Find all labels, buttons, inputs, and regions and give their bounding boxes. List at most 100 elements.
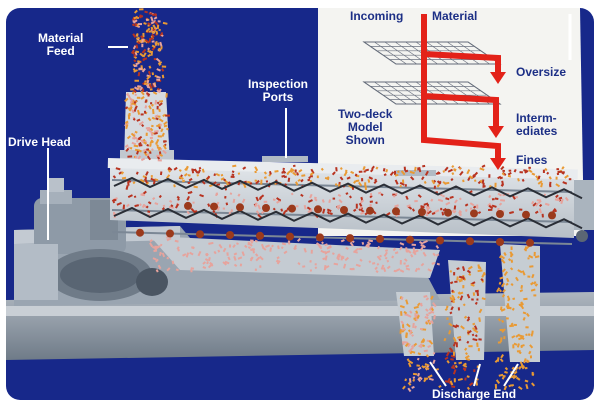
granule [156,78,161,81]
granule [459,170,464,176]
granule [157,135,162,138]
granule [537,175,541,180]
granule [524,169,529,174]
granule [213,250,217,255]
granule [127,155,133,158]
granule [144,178,148,184]
granule [471,298,474,301]
granule [557,170,563,174]
granule [524,379,529,383]
granule [284,183,288,187]
granule [340,239,345,243]
granule [335,167,338,172]
granule [534,210,539,214]
granule [142,58,145,62]
granule [154,21,159,27]
granule [491,198,495,201]
granule [528,169,533,174]
granule [534,255,540,259]
granule [281,242,287,246]
granule [519,361,524,366]
granule [295,181,299,186]
granule [141,38,145,43]
granule [141,124,145,128]
granule [137,60,141,63]
granule [374,266,378,271]
granule [406,204,411,208]
granule [426,209,430,213]
granule [167,166,173,171]
granule [191,246,195,249]
granule [143,148,148,152]
granule [560,198,564,205]
granule [375,270,379,274]
granule [300,193,304,198]
granule [456,335,462,339]
screen-deck [113,206,583,230]
granule [499,358,504,363]
granule [150,177,156,182]
cleaning-ball [314,205,322,214]
granule [520,336,525,341]
granule [154,114,159,118]
granule [400,170,406,176]
granule [147,70,152,76]
inset-model-label: Two-deck Model Shown [338,107,393,147]
granule [474,301,478,305]
granule [193,185,198,189]
granule [524,367,528,370]
granule [450,306,454,311]
granule [135,33,139,37]
granule [133,100,137,104]
granule [313,196,317,200]
granule [158,118,164,123]
granule [239,263,243,267]
granule [458,166,462,170]
granule [287,177,291,182]
granule [125,124,129,130]
granule [515,276,519,282]
granule [391,255,394,259]
granule [340,255,344,261]
granule [190,267,195,270]
inset-oversize-label: Oversize [516,65,567,79]
granule [375,201,378,205]
granule [444,356,449,361]
granule [127,181,130,186]
granule [479,167,485,171]
granule [212,210,216,214]
granule [207,203,211,207]
granule [472,205,477,209]
granule [410,344,415,348]
granule [466,329,472,335]
granule [158,102,163,107]
granule [454,199,458,204]
granule [155,117,159,121]
granule [406,313,412,318]
granule [201,168,205,173]
granule [156,144,159,148]
granule [503,385,508,391]
granule [163,144,167,150]
granule [178,175,184,180]
granule [525,384,529,390]
granule [456,267,460,271]
granule [431,261,436,265]
granule [416,357,420,361]
granule [503,271,509,277]
granule [233,252,238,256]
granule [504,370,508,374]
granule [410,254,414,258]
granule [147,47,151,51]
granule [140,113,144,116]
granule [155,138,160,145]
granule [296,172,299,176]
granule [533,251,536,257]
granule [414,166,417,172]
granule [497,341,502,344]
granule [154,178,159,182]
granule [355,263,361,268]
granule [161,68,165,72]
granule [501,294,506,298]
